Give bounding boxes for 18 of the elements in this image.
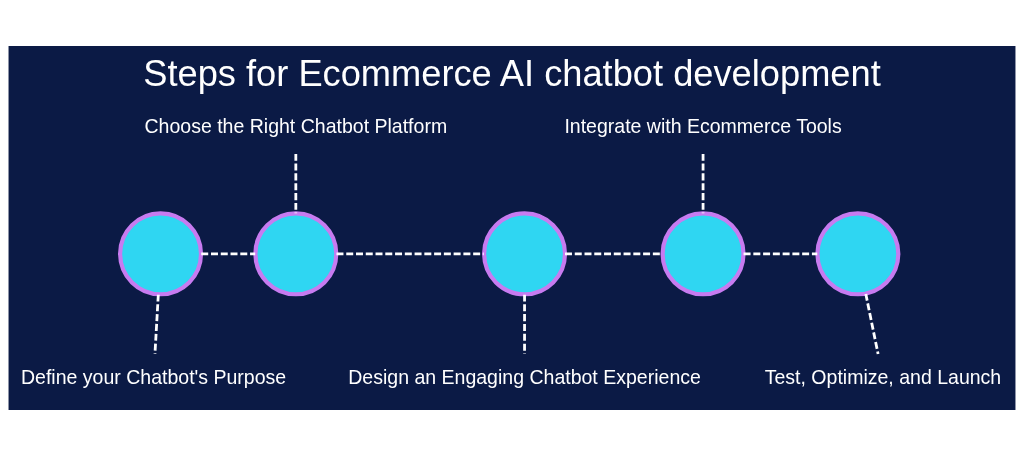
node-text: Design an Engaging Chatbot Experience (348, 366, 701, 389)
connector (864, 293, 880, 355)
connector (523, 294, 526, 354)
node-text: Test, Optimize, and Launch (764, 366, 1002, 389)
node-circle (815, 211, 901, 297)
node-circle (253, 211, 339, 297)
connector (336, 252, 484, 256)
connector (565, 252, 663, 256)
node-circle (660, 211, 746, 297)
node-text: Choose the Right Chatbot Platform (144, 115, 448, 138)
connector (201, 252, 256, 256)
node-text: Define your Chatbot's Purpose (20, 366, 287, 389)
connector (153, 294, 160, 354)
connector (743, 252, 818, 256)
diagram-title: Steps for Ecommerce AI chatbot development (143, 53, 881, 95)
node-circle (118, 211, 204, 297)
node-circle (482, 211, 568, 297)
node-text: Integrate with Ecommerce Tools (564, 115, 842, 138)
